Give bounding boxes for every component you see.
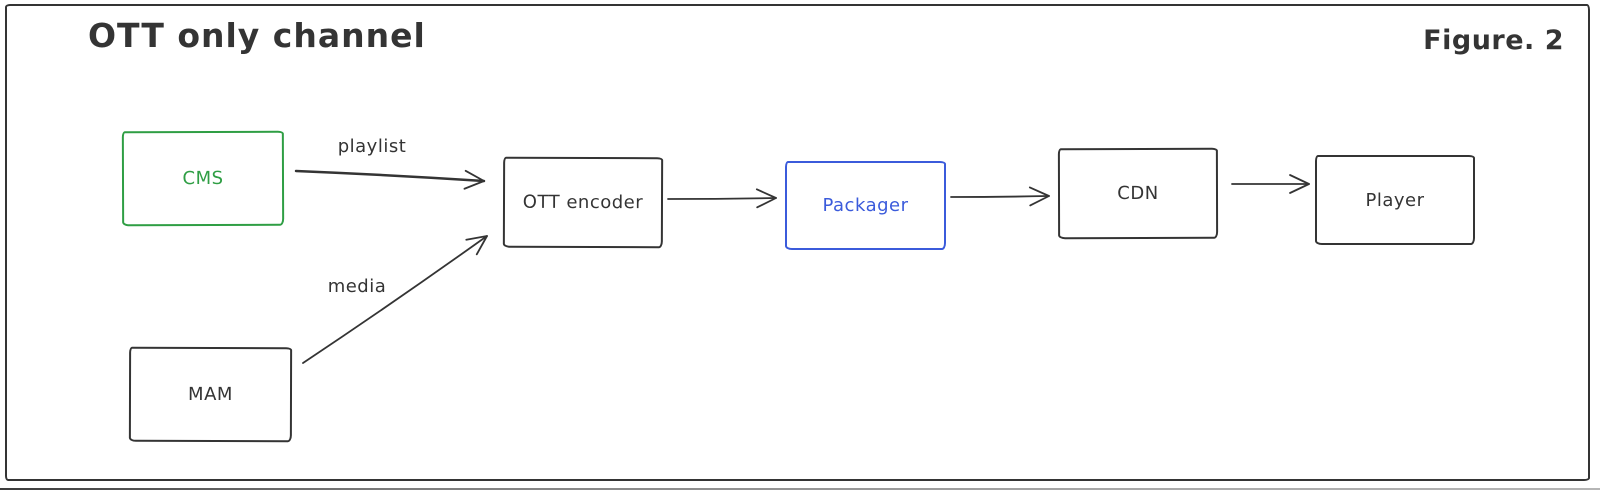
figure-caption: Figure. 2	[1423, 25, 1564, 56]
node-cdn-label: CDN	[1117, 182, 1159, 205]
node-ott-encoder-label: OTT encoder	[522, 191, 644, 214]
node-player-label: Player	[1365, 189, 1425, 211]
node-packager-label: Packager	[822, 195, 909, 216]
node-cms: CMS	[121, 130, 285, 227]
edge-label-media: media	[327, 276, 387, 297]
edge-label-playlist: playlist	[337, 136, 407, 157]
node-packager: Packager	[785, 161, 946, 250]
frame-sketch-line	[0, 488, 1600, 490]
figure-title: OTT only channel	[88, 16, 426, 55]
node-cms-label: CMS	[182, 167, 224, 190]
figure-frame	[5, 4, 1590, 481]
node-cdn: CDN	[1057, 147, 1219, 240]
node-mam-label: MAM	[188, 383, 233, 406]
node-mam: MAM	[128, 346, 293, 443]
node-player: Player	[1315, 155, 1475, 245]
node-ott-encoder: OTT encoder	[502, 156, 664, 249]
